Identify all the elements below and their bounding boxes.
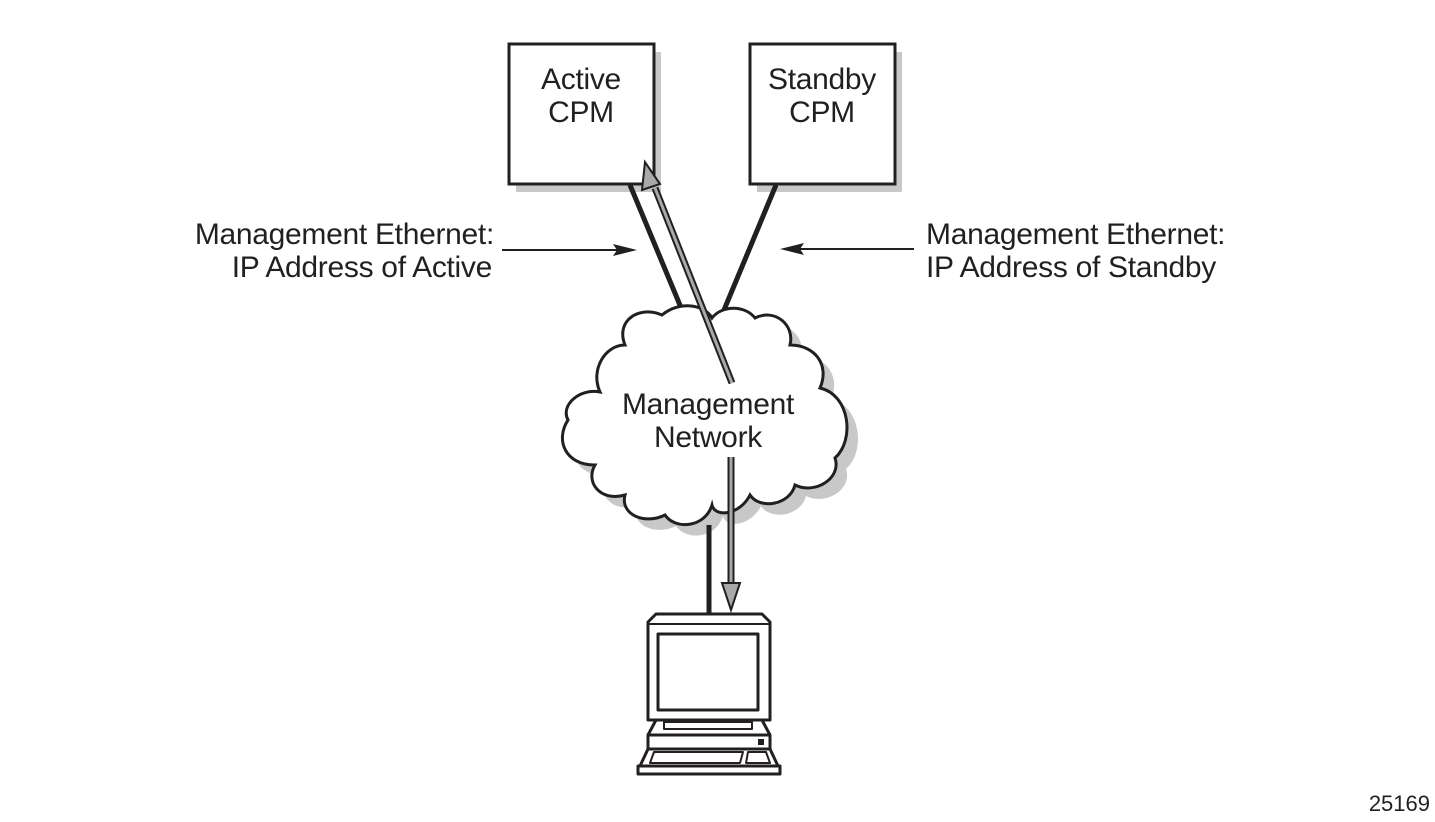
right-pointer-arrowhead-icon [780, 243, 804, 255]
system-unit [646, 733, 772, 751]
standby-cpm-label-line2: CPM [789, 96, 855, 129]
monitor-screen [656, 632, 760, 712]
arrowhead-up-icon [640, 159, 662, 192]
network-label-line2: Network [654, 421, 763, 454]
standby-cpm-frame [748, 42, 897, 186]
active-address-callout: Management Ethernet: IP Address of Activ… [195, 218, 637, 284]
figure-id: 25169 [1369, 791, 1430, 816]
left-label-line1: Management Ethernet: [195, 218, 494, 251]
standby-address-callout: Management Ethernet: IP Address of Stand… [780, 218, 1225, 284]
standby-cpm-label-line1: Standby [768, 63, 876, 96]
management-network-cloud: Management Network [560, 304, 858, 536]
keyboard-keys [649, 751, 744, 764]
network-label-line1: Management [622, 388, 795, 421]
active-cpm-box: Active CPM [507, 42, 661, 192]
right-label-line1: Management Ethernet: [926, 218, 1225, 251]
left-label-line2: IP Address of Active [232, 251, 492, 284]
keyboard-base [636, 764, 782, 776]
active-cpm-label-line1: Active [541, 63, 621, 96]
arrowhead-down-icon [720, 582, 742, 614]
power-indicator [758, 739, 764, 745]
standby-cpm-box: Standby CPM [748, 42, 902, 192]
workstation-computer-icon [636, 612, 782, 776]
active-cpm-label-line2: CPM [548, 96, 614, 129]
active-cpm-frame [507, 42, 656, 186]
left-pointer-arrowhead-icon [613, 244, 637, 256]
standby-ethernet-link [721, 184, 779, 311]
traffic-arrow-to-workstation [720, 457, 742, 614]
active-ethernet-link [627, 184, 685, 311]
keyboard-numpad [745, 751, 771, 764]
traffic-arrow-to-active [640, 159, 736, 385]
right-label-line2: IP Address of Standby [926, 251, 1216, 284]
